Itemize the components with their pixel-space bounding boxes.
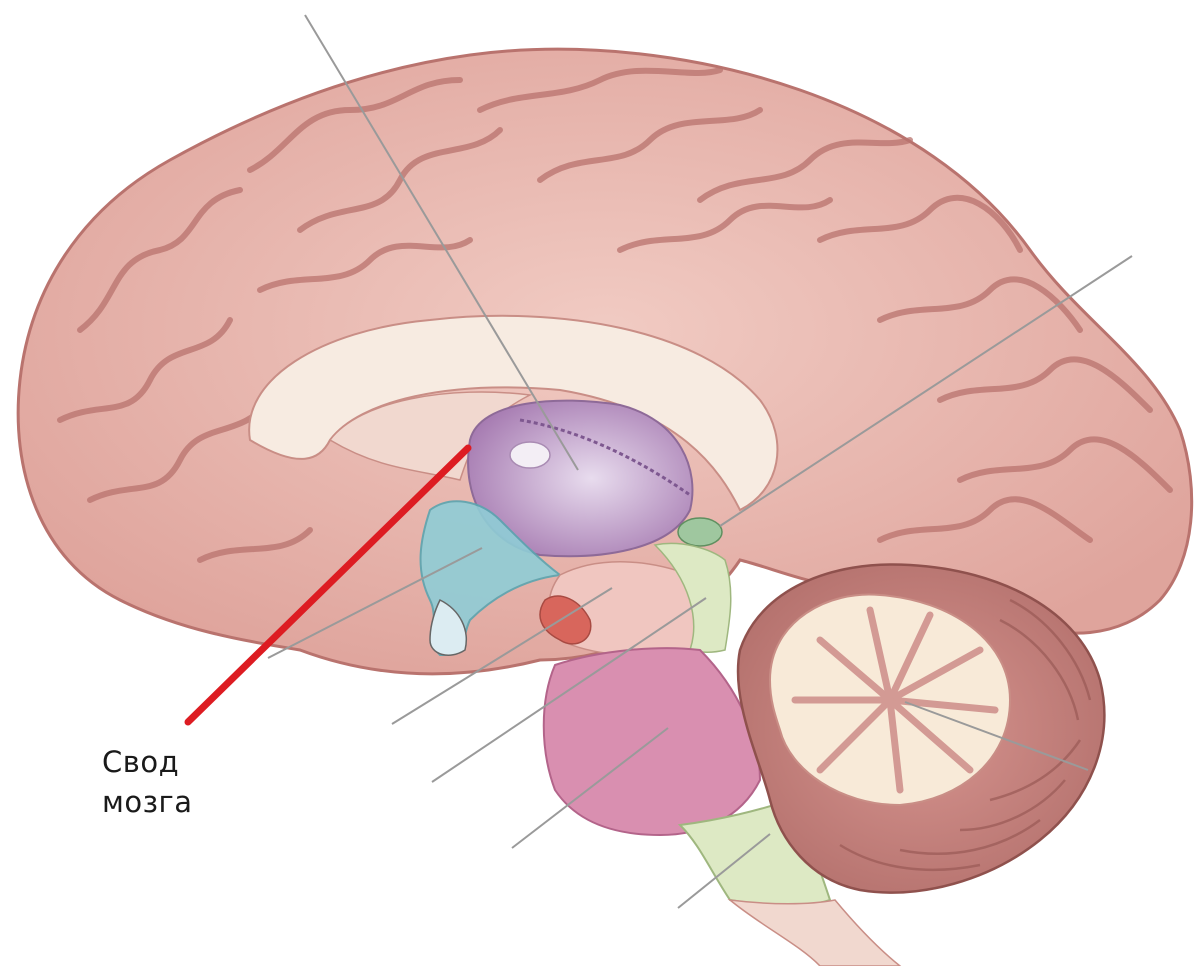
fornix-label-line1: Свод [102,742,193,782]
spinal-cord [730,900,900,966]
interthalamic-adhesion [510,442,550,468]
pineal-gland [678,518,722,546]
fornix-label-line2: мозга [102,782,193,822]
fornix-label: Свод мозга [102,742,193,822]
